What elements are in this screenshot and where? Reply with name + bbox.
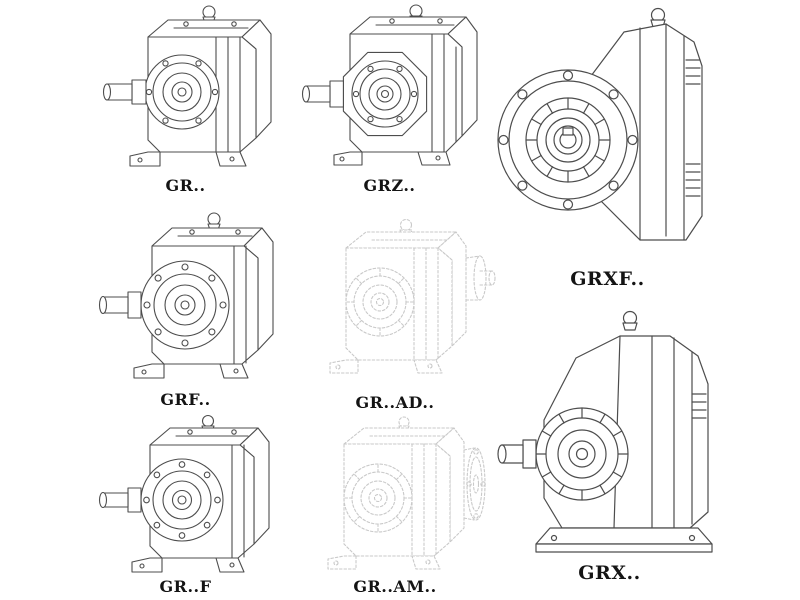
gr-gearbox-illustration (102, 5, 272, 167)
label-gr: GR.. (165, 176, 206, 195)
label-gr-am: GR..AM.. (353, 577, 437, 596)
eyebolt-icon (409, 4, 423, 18)
label-grxf: GRXF.. (570, 268, 645, 290)
label-gr-f: GR..F (159, 577, 212, 596)
eyebolt-icon (207, 212, 221, 226)
figure-gr-am: GR..AM.. (290, 414, 500, 596)
grx-gearbox-illustration (497, 310, 713, 553)
figure-grxf: GRXF.. (490, 4, 725, 290)
label-gr-ad: GR..AD.. (355, 393, 435, 412)
label-grx: GRX.. (578, 562, 641, 584)
figure-grx: GRX.. (492, 302, 727, 584)
label-grf: GRF.. (160, 390, 211, 409)
gr-f-gearbox-illustration (98, 414, 270, 573)
figure-grf: GRF.. (88, 208, 283, 409)
grf-gearbox-illustration (98, 212, 274, 379)
figure-grz: GRZ.. (292, 2, 487, 195)
eyebolt-icon (202, 5, 216, 19)
label-grz: GRZ.. (363, 176, 416, 195)
figure-gr: GR.. (88, 2, 283, 195)
figure-gr-f: GR..F (88, 412, 283, 596)
eyebolt-icon (399, 218, 413, 232)
eyebolt-icon (201, 414, 215, 428)
grz-gearbox-illustration (301, 4, 478, 166)
gr-ad-gearbox-illustration (329, 218, 496, 374)
gr-am-gearbox-illustration (327, 416, 486, 570)
grxf-gearbox-illustration (497, 7, 703, 241)
figure-gr-ad: GR..AD.. (290, 206, 500, 412)
eyebolt-icon (398, 416, 410, 428)
